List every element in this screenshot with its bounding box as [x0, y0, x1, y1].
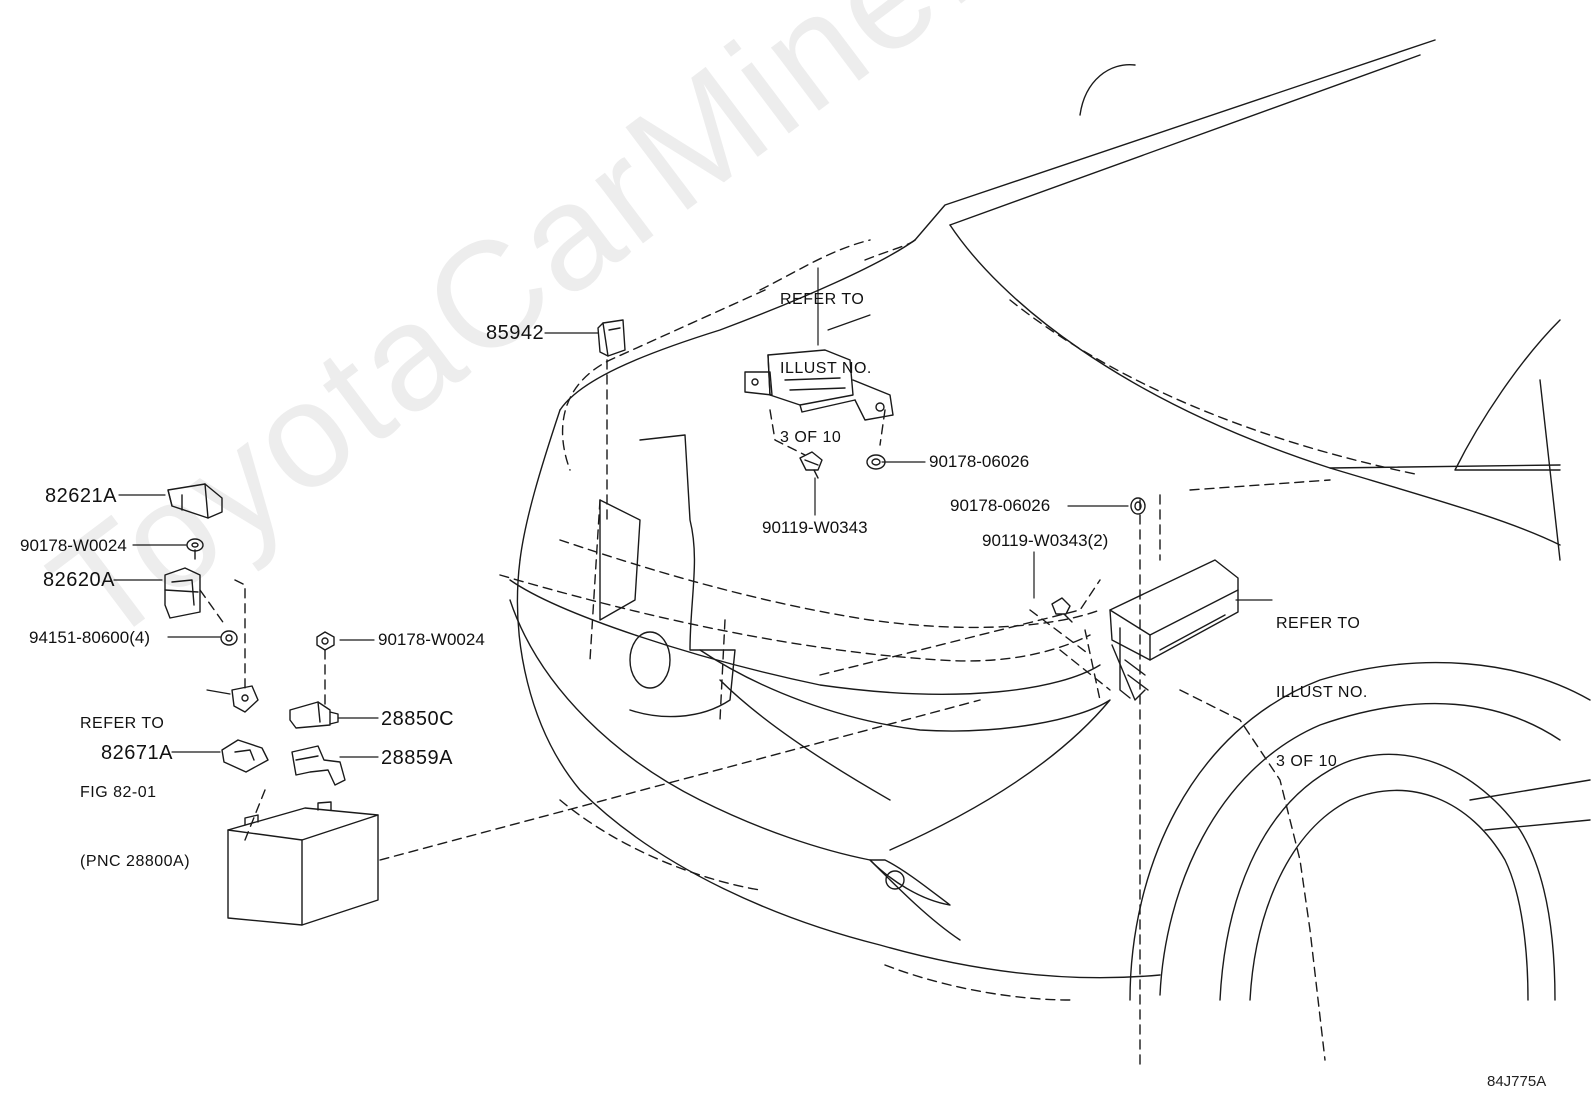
note-line: ILLUST NO.: [1276, 684, 1368, 701]
component-28859A-bracket: [291, 745, 346, 786]
label-85942: 85942: [486, 322, 545, 344]
note-line: REFER TO: [780, 291, 865, 308]
car-body-outline: [509, 39, 1591, 1001]
component-nut-90178-W0024-left: [186, 538, 204, 552]
label-90178-W0024-left: 90178-W0024: [20, 536, 127, 555]
label-82620A: 82620A: [43, 569, 115, 591]
note-line: FIG 82-01: [80, 784, 157, 801]
note-refer-right: REFER TO ILLUST NO. 3 OF 10: [1276, 566, 1368, 819]
dashed-leader-lines: [194, 239, 1421, 1066]
note-line: REFER TO: [1276, 615, 1361, 632]
label-90178-W0024-mid: 90178-W0024: [378, 630, 485, 649]
note-line: (PNC 28800A): [80, 853, 191, 870]
component-82671A-clamp: [221, 739, 269, 773]
component-terminal-clamp: [231, 685, 259, 713]
label-90178-06026-upper: 90178-06026: [929, 452, 1030, 471]
note-line: REFER TO: [80, 715, 165, 732]
solid-leader-lines: [113, 267, 1273, 758]
component-82620A-bracket: [164, 567, 201, 619]
component-nut-94151: [220, 630, 238, 646]
note-refer-upper: REFER TO ILLUST NO. 3 OF 10: [780, 242, 872, 495]
label-82671A: 82671A: [101, 742, 173, 764]
component-28850C-sensor: [289, 701, 339, 729]
label-28850C: 28850C: [381, 708, 455, 730]
label-94151-80600: 94151-80600(4): [29, 628, 150, 647]
component-bolt-90119: [799, 451, 823, 479]
component-82621A-cover: [167, 483, 223, 519]
label-90119-W0343: 90119-W0343: [762, 518, 868, 537]
diagram-code: 84J775A: [1487, 1073, 1547, 1090]
note-line: ILLUST NO.: [780, 360, 872, 377]
component-nut-90178-lower: [1130, 497, 1146, 515]
label-90178-06026-lower: 90178-06026: [950, 496, 1051, 515]
component-bolt-90119-2: [1051, 597, 1073, 623]
note-line: 3 OF 10: [780, 429, 842, 446]
note-line: 3 OF 10: [1276, 753, 1338, 770]
component-85942-connector: [597, 319, 626, 357]
component-radar-sensor: [744, 349, 894, 421]
note-refer-fig: REFER TO FIG 82-01 (PNC 28800A): [80, 666, 190, 919]
component-battery: [227, 801, 379, 926]
component-nut-90178-W0024-mid: [316, 631, 335, 651]
component-ecu-module: [1109, 559, 1239, 701]
label-90119-W0343-2: 90119-W0343(2): [982, 531, 1109, 550]
label-28859A: 28859A: [381, 747, 453, 769]
label-82621A: 82621A: [45, 485, 117, 507]
